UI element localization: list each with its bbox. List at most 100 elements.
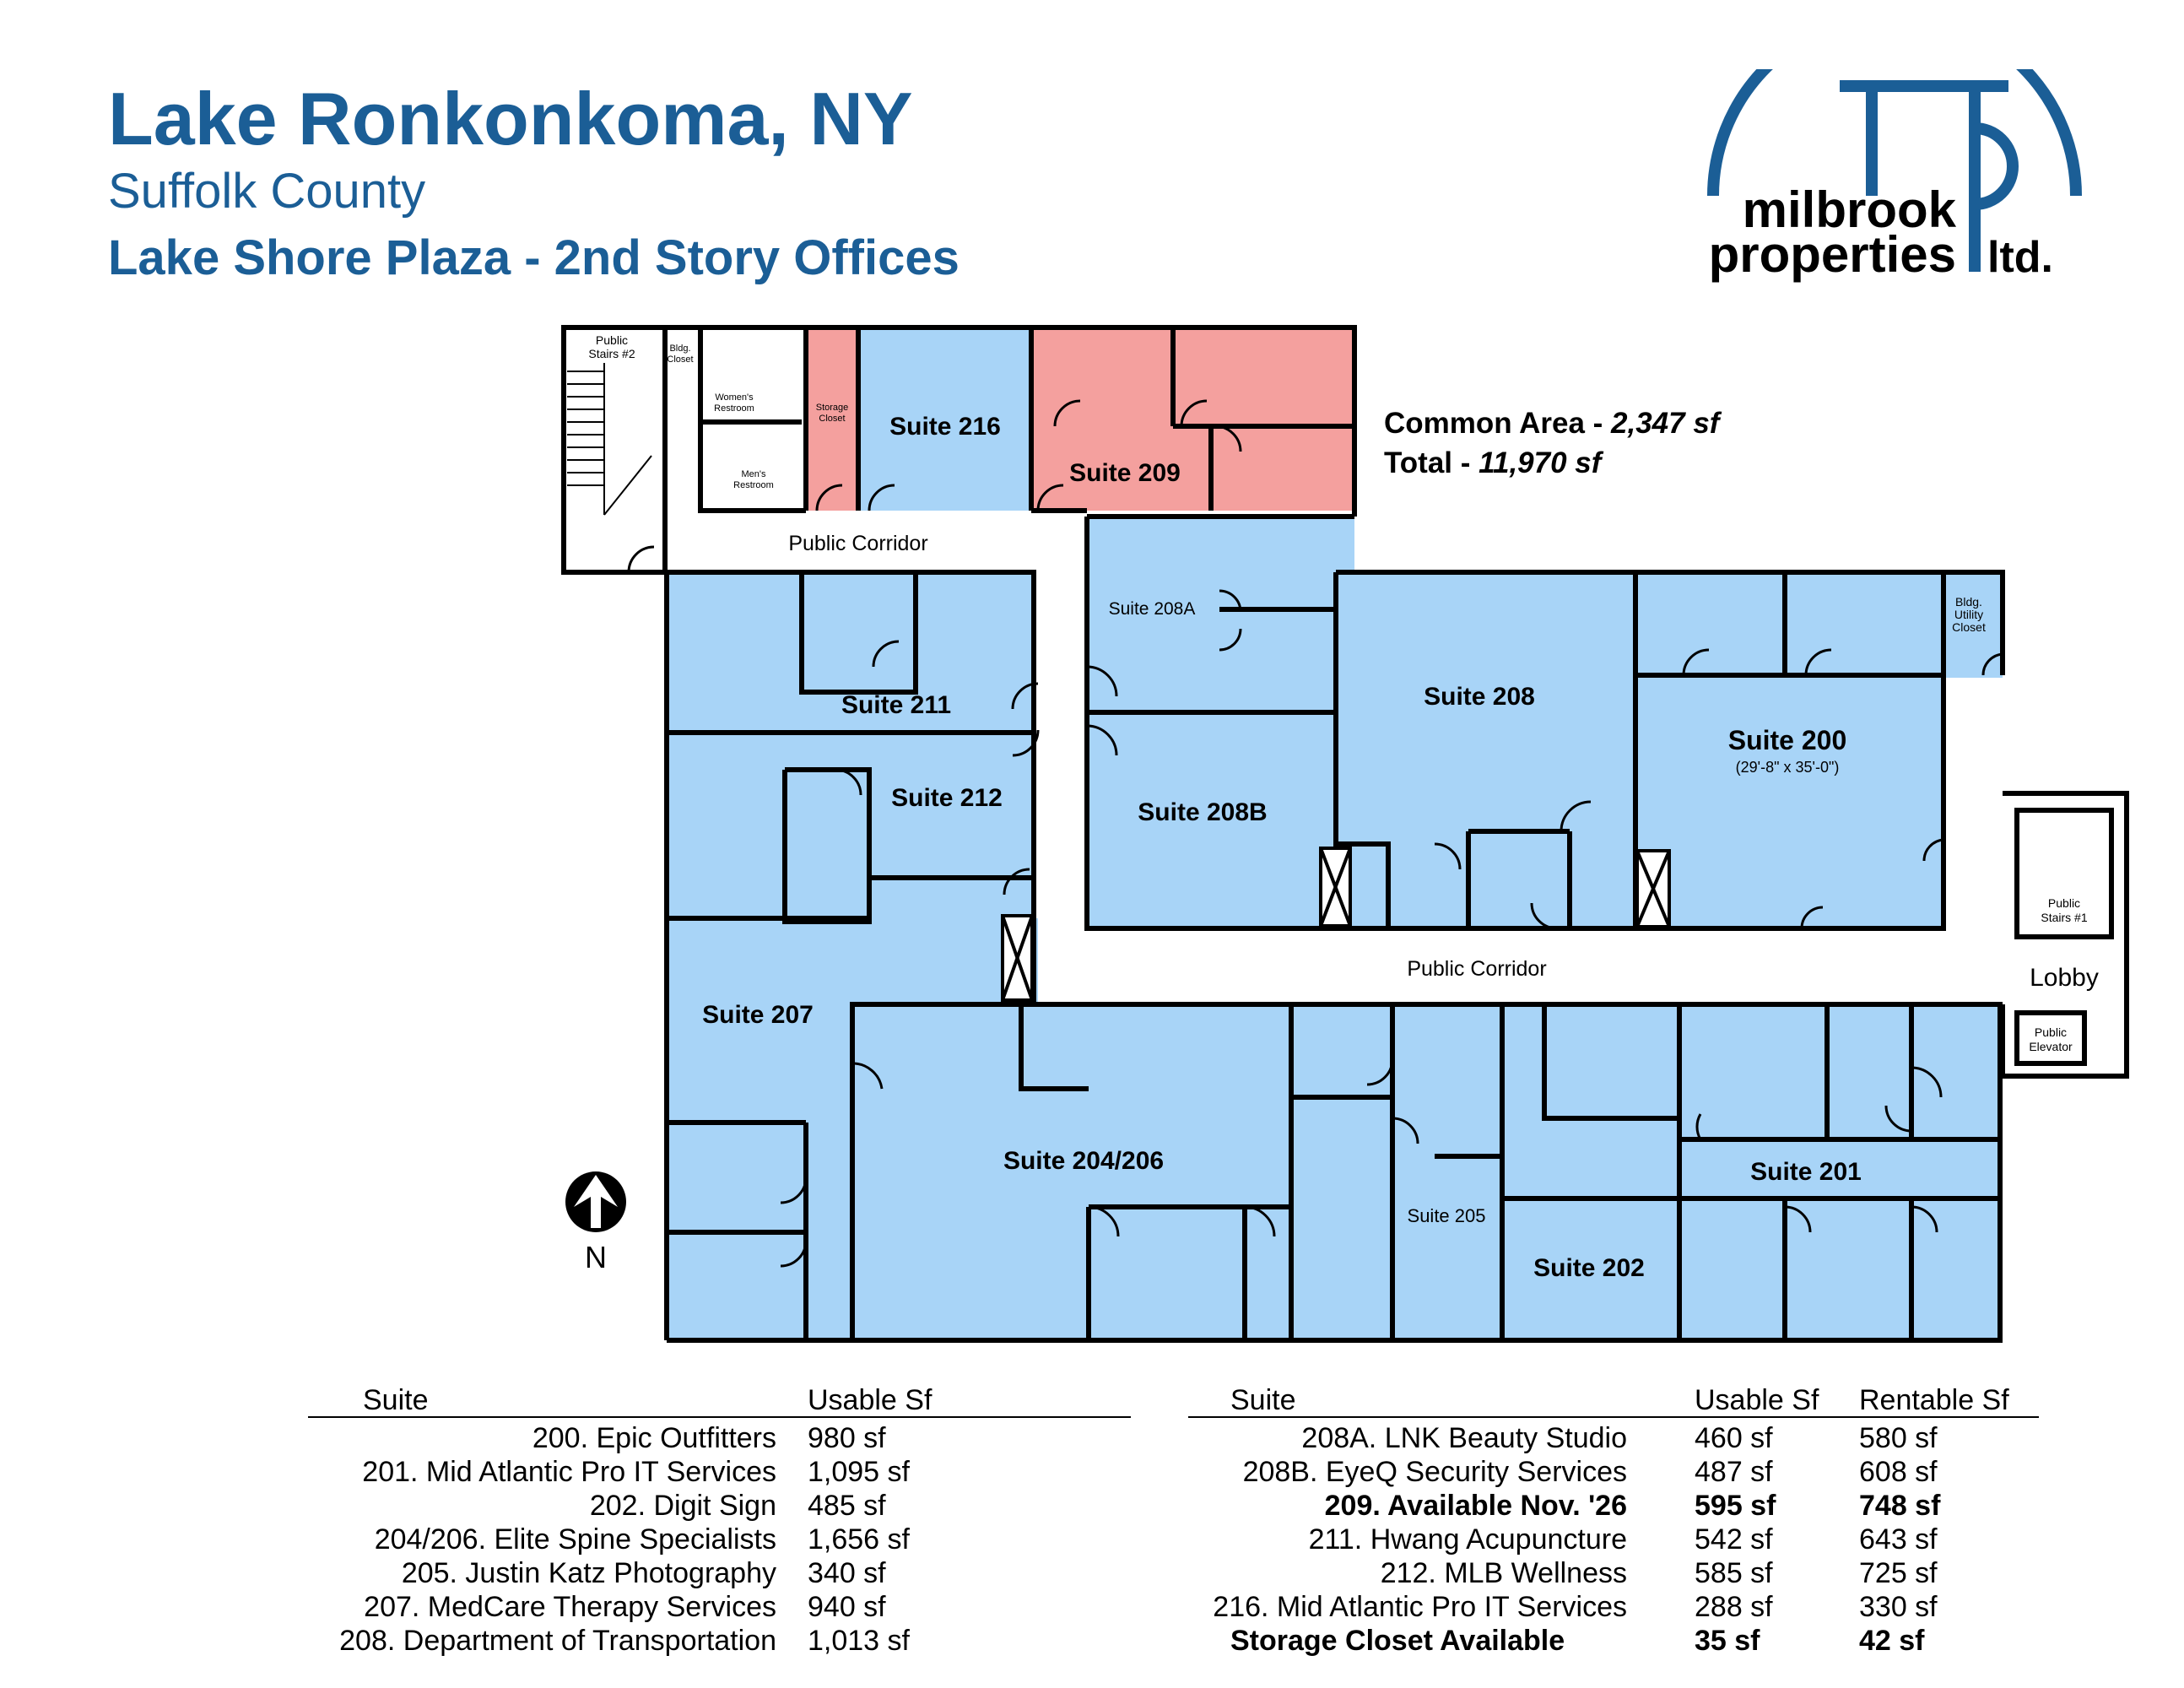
lobby-label: Lobby <box>2030 964 2099 992</box>
total-area-summary: Total - 11,970 sf <box>1384 446 1604 479</box>
utility-closet-label-1: Bldg. <box>1955 595 1982 609</box>
suite-200-dimensions: (29'-8" x 35'-0") <box>1736 759 1840 776</box>
stairs1-label-2: Stairs #1 <box>2041 911 2087 924</box>
suite-202-fill <box>1502 1004 1679 1340</box>
suite-211-label: Suite 211 <box>841 691 951 719</box>
left-row-suite: 202. Digit Sign <box>589 1490 776 1522</box>
suite-216-fill <box>858 329 1031 511</box>
right-row-usable: 542 sf <box>1695 1523 1773 1555</box>
suite-200-label: Suite 200 <box>1728 725 1847 755</box>
right-row-suite: Storage Closet Available <box>1230 1625 1565 1657</box>
left-row-usable: 1,013 sf <box>808 1625 910 1657</box>
right-row-rentable: 580 sf <box>1859 1422 1938 1454</box>
suite-204-206-label: Suite 204/206 <box>1003 1147 1164 1175</box>
suite-205-fill <box>1392 1004 1502 1340</box>
left-row-usable: 980 sf <box>808 1422 886 1454</box>
suite-211-212-fill <box>667 572 1034 918</box>
left-row-suite: 200. Epic Outfitters <box>532 1422 776 1454</box>
compass-label: N <box>585 1240 607 1274</box>
storage-closet-label-1: Storage <box>816 403 849 413</box>
elevator-label-1: Public <box>2035 1025 2067 1039</box>
stairs2-label-1: Public <box>596 333 628 347</box>
right-row-usable: 595 sf <box>1695 1490 1776 1522</box>
suite-208-label: Suite 208 <box>1424 683 1535 711</box>
suite-209-label: Suite 209 <box>1069 459 1181 487</box>
common-area-summary: Common Area - 2,347 sf <box>1384 407 1722 440</box>
suite-200-fill <box>1635 572 1943 928</box>
room-storage-closet <box>806 329 858 511</box>
shafts <box>1001 847 1671 1002</box>
left-row-usable: 340 sf <box>808 1557 886 1589</box>
left-row-suite: 201. Mid Atlantic Pro IT Services <box>362 1456 776 1488</box>
suite-208b-fill <box>1087 712 1336 928</box>
right-row-suite: 212. MLB Wellness <box>1380 1557 1627 1589</box>
right-header-rentable: Rentable Sf <box>1859 1384 2009 1416</box>
suite-201-label: Suite 201 <box>1750 1158 1862 1186</box>
bldg-closet-label-1: Bldg. <box>669 344 690 354</box>
left-header-suite: Suite <box>363 1384 429 1416</box>
left-row-usable: 940 sf <box>808 1591 886 1623</box>
suite-205-label: Suite 205 <box>1408 1205 1486 1226</box>
walls <box>564 325 2129 1343</box>
right-row-rentable: 42 sf <box>1859 1625 1925 1657</box>
mens-restroom-label-2: Restroom <box>733 480 774 490</box>
suite-207-label: Suite 207 <box>702 1001 814 1029</box>
right-header-suite: Suite <box>1230 1384 1296 1416</box>
womens-restroom-label-1: Women's <box>715 392 754 403</box>
left-row-suite: 204/206. Elite Spine Specialists <box>374 1523 776 1555</box>
suite-labels: Suite 216 Suite 209 Suite 208A Suite 211… <box>702 413 1862 1282</box>
left-row-suite: 205. Justin Katz Photography <box>401 1557 776 1589</box>
stairs2-treads <box>567 363 652 516</box>
bldg-closet-label-2: Closet <box>667 354 693 365</box>
right-row-rentable: 725 sf <box>1859 1557 1938 1589</box>
elevator-label-2: Elevator <box>2029 1040 2073 1053</box>
storage-closet-label-2: Closet <box>819 414 845 424</box>
stairs2-label-2: Stairs #2 <box>588 347 635 360</box>
left-row-usable: 485 sf <box>808 1490 886 1522</box>
suite-208b-label: Suite 208B <box>1138 798 1267 826</box>
suite-202-label: Suite 202 <box>1533 1254 1645 1282</box>
right-row-suite: 209. Available Nov. '26 <box>1324 1490 1627 1522</box>
doors <box>627 399 2003 1268</box>
suite-204-206-fill <box>852 1004 1392 1340</box>
left-row-usable: 1,095 sf <box>808 1456 910 1488</box>
right-row-rentable: 330 sf <box>1859 1591 1938 1623</box>
suite-table-left: Suite Usable Sf 200. Epic Outfitters 980 … <box>308 1384 1131 1657</box>
right-header-usable: Usable Sf <box>1695 1384 1819 1416</box>
county-subtitle: Suffolk County <box>108 164 426 219</box>
north-compass: N <box>565 1171 626 1274</box>
milbrook-logo: milbrook properties ltd. <box>1707 69 2082 283</box>
right-row-suite: 208B. EyeQ Security Services <box>1242 1456 1627 1488</box>
building-subtitle: Lake Shore Plaza - 2nd Story Offices <box>108 230 960 285</box>
right-row-usable: 585 sf <box>1695 1557 1773 1589</box>
left-row-usable: 1,656 sf <box>808 1523 910 1555</box>
right-row-rentable: 608 sf <box>1859 1456 1938 1488</box>
logo-suffix: ltd. <box>1987 233 2053 282</box>
logo-line1: milbrook <box>1743 181 1957 238</box>
utility-fill <box>1943 572 2003 678</box>
suite-209-fill <box>1031 329 1354 511</box>
left-row-suite: 207. MedCare Therapy Services <box>364 1591 776 1623</box>
stairs1-label-1: Public <box>2048 896 2080 910</box>
right-row-rentable: 643 sf <box>1859 1523 1938 1555</box>
right-row-usable: 460 sf <box>1695 1422 1773 1454</box>
mens-restroom-label-1: Men's <box>742 469 766 479</box>
suite-201-fill <box>1679 1004 2000 1340</box>
left-header-rule <box>308 1416 1131 1418</box>
utility-closet-label-2: Utility <box>1954 608 1983 621</box>
room-stairs2 <box>561 325 668 575</box>
left-header-usable: Usable Sf <box>808 1384 933 1416</box>
right-row-rentable: 748 sf <box>1859 1490 1941 1522</box>
right-row-suite: 211. Hwang Acupuncture <box>1308 1523 1627 1555</box>
right-row-usable: 288 sf <box>1695 1591 1773 1623</box>
public-corridor-top-label: Public Corridor <box>788 532 927 555</box>
page-title: Lake Ronkonkoma, NY <box>108 77 913 160</box>
suite-216-label: Suite 216 <box>889 413 1001 441</box>
suite-fills <box>561 325 2003 1340</box>
utility-closet-label-3: Closet <box>1952 620 1986 634</box>
suite-208a-label: Suite 208A <box>1109 599 1196 619</box>
womens-restroom-label-2: Restroom <box>714 403 754 414</box>
suite-208-fill <box>1336 572 1635 928</box>
logo-arch <box>1707 69 2082 197</box>
